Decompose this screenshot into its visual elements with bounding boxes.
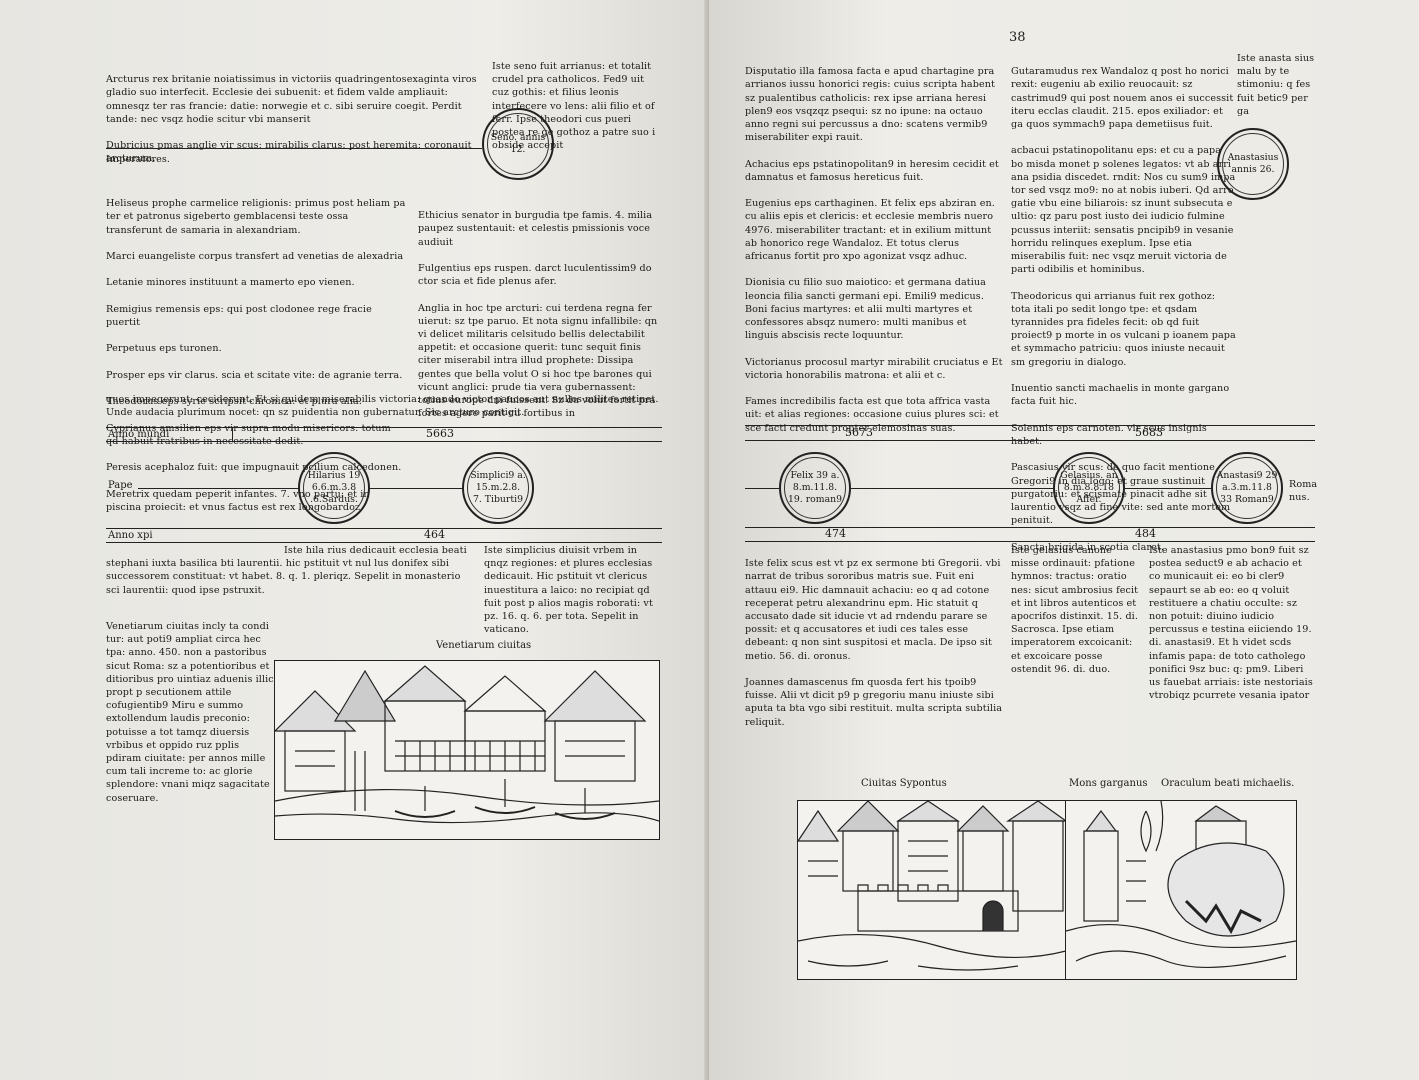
entry-fames: Fames incredibilis facta est que tota af… [745,396,999,434]
entry-hilarius-text: Iste hila rius dedicauit ecclesia beati … [106,545,467,596]
entry-dubricius: Dubricius pmas anglie vir scus: mirabili… [106,140,472,165]
entry-gelasius: Iste gelasius canone misse ordinauit: pf… [1011,545,1139,675]
entry-brigida: Sancta brigida in scotia claret. [1011,541,1164,553]
right-block2-a: Iste felix scus est vt pz ex sermone bti… [745,544,1003,742]
right-block1-c: Iste anasta sius malu by te stimoniu: q … [1237,53,1315,117]
circle-felix: Felix 39 a. 8.m.11.8. 19. roman9 [779,452,851,524]
caption-oraculum: Oraculum beati michaelis. [1161,778,1295,789]
entry-arcturus: Arcturus rex britanie noiatissimus in vi… [106,74,477,125]
rule-vertical-am [232,427,233,441]
entry-anastasius: Iste anastasius pmo bon9 fuit sz postea … [1149,545,1313,702]
left-block2-full: quos impegerunt: ceciderunt. Et si quide… [106,394,659,419]
entry-remigius: Remigius remensis eps: qui post clodonee… [106,303,372,329]
year-484: 484 [1135,527,1156,540]
circle-anastasius-top: Anastasius annis 26. [1217,128,1289,200]
label-anno-xpi: Anno xpi [108,530,153,541]
caption-gargano: Mons garganus [1069,778,1148,789]
year-5673: 5673 [845,426,873,439]
entry-fulgentius: Fulgentius eps ruspen. darct luculentiss… [418,263,652,288]
year-5683: 5683 [1135,426,1163,439]
entry-theodoricus: Theodoricus qui arrianus fuit rex gothoz… [1011,290,1236,368]
entry-victorianus: Victorianus procosul martyr mirabilit cr… [745,356,1003,381]
entry-marci: Marci euangeliste corpus transfert ad ve… [106,251,404,263]
sypontus-illustration [798,801,1066,971]
left-block1-left: Arcturus rex britanie noiatissimus in vi… [106,60,484,179]
gargano-illustration [1066,801,1296,969]
year-anno-mundi: 5663 [426,427,454,440]
year-474: 474 [825,527,846,540]
entry-heliseus: Heliseus prophe carmelice religionis: pr… [106,198,406,236]
circle-hilarius: Hilarius 19 6.6.m.3.8 .6.Sardus. [298,452,370,524]
left-page: Arcturus rex britanie noiatissimus in vi… [0,0,709,1080]
rule-pape-r2 [851,488,1053,489]
entry-letanie: Letanie minores instituunt a mamerto epo… [106,277,355,289]
rule-pape [138,488,298,489]
circle-gelasius: Gelasius. an 8.m.8.8.18 Affer. [1053,452,1125,524]
circle-simplicius: Simplici9 a. 15.m.2.8. 7. Tiburti9 [462,452,534,524]
entry-inuentio: Inuentio sancti machaelis in monte garga… [1011,383,1230,408]
woodcut-venice [274,660,660,840]
entry-simplicius-text: Iste simplicius diuisit vrbem in qnqz re… [484,545,653,636]
right-page: 38 Disputatio illa famosa facta e apud c… [709,0,1419,1080]
rule-pape-r3 [1125,488,1211,489]
venice-illustration [275,665,659,824]
label-romanus: Roma nus. [1289,479,1318,504]
right-block1-a: Disputatio illa famosa facta e apud char… [745,52,1003,448]
woodcut-gargano [1065,800,1297,980]
woodcut-sypontus [797,800,1067,980]
entry-disputatio: Disputatio illa famosa facta e apud char… [745,66,996,144]
circle-anastasius: Anastasi9 29 a.3.m.11.8 33 Roman9 [1211,452,1283,524]
left-block2-right: Ethicius senator in burgudia tpe famis. … [418,196,662,434]
rule-1 [106,148,482,149]
entry-felix: Iste felix scus est vt pz ex sermone bti… [745,558,1001,662]
entry-perpetuus: Perpetuus eps turonen. [106,343,222,355]
entry-venetiarum-text: Venetiarum ciuitas incly ta condi tur: a… [106,621,274,804]
rule-am-right [745,425,1315,426]
entry-ethicius: Ethicius senator in burgudia tpe famis. … [418,210,653,248]
rule-anno-mundi [106,427,662,428]
label-pape: Pape [108,480,133,491]
entry-theodorus: Theodorus eps syrie scripsit chronica: e… [106,396,362,408]
rule-anno-xpi-b [106,542,662,543]
rule-pape-2 [370,488,462,489]
entry-anglia: Anglia in hoc tpe arcturi: cui terdena r… [418,302,658,420]
caption-sypontus: Ciuitas Sypontus [861,778,947,789]
entry-acbacui: acbacui pstatinopolitanu eps: et cu a pa… [1011,145,1236,276]
entry-eugenius: Eugenius eps carthaginen. Et felix eps a… [745,198,995,263]
rule-ax-right [745,527,1315,528]
entry-joannes: Joannes damascenus fm quosda fert his tp… [745,677,1003,728]
right-block1-b: Gutaramudus rex Wandaloz q post ho noric… [1011,52,1236,567]
rule-anno-mundi-b [106,441,662,442]
entry-achacius: Achacius eps pstatinopolitan9 in heresim… [745,158,999,183]
entry-solennis: Solennis eps carnoten. vir scus insignis… [1011,422,1207,447]
entry-gutaramudus: Gutaramudus rex Wandaloz q post ho noric… [1011,66,1234,131]
rule-ax-right-b [745,541,1315,542]
heading-imperatores: Imperatores. [106,154,171,165]
rule-pape-r1 [745,488,779,489]
folio-number: 38 [1009,30,1026,45]
circle-seno: Seno. annis 12. [482,108,554,180]
entry-dionisia: Dionisia cu filio suo maiotico: et germa… [745,277,987,342]
entry-prosper: Prosper eps vir clarus. scia et scitate … [106,369,403,381]
rule-am-right-b [745,440,1315,441]
caption-venetiarum: Venetiarum ciuitas [436,640,532,651]
year-anno-xpi: 464 [424,528,445,541]
rule-anno-xpi [106,528,662,529]
label-anno-mundi: Anno mundi [108,429,170,440]
